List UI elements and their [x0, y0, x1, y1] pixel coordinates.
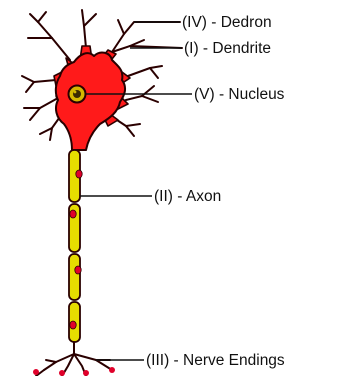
label-dedron: (IV) - Dedron — [182, 14, 272, 31]
label-dendrite: (I) - Dendrite — [184, 40, 271, 57]
nerve-endings — [36, 342, 112, 376]
cell-body — [56, 53, 125, 150]
label-nerve-endings: (III) - Nerve Endings — [146, 352, 285, 369]
myelin-segment — [69, 254, 80, 300]
nucleus — [69, 86, 86, 103]
axon — [69, 150, 80, 342]
label-axon: (II) - Axon — [154, 188, 221, 205]
label-nucleus: (V) - Nucleus — [194, 86, 285, 103]
